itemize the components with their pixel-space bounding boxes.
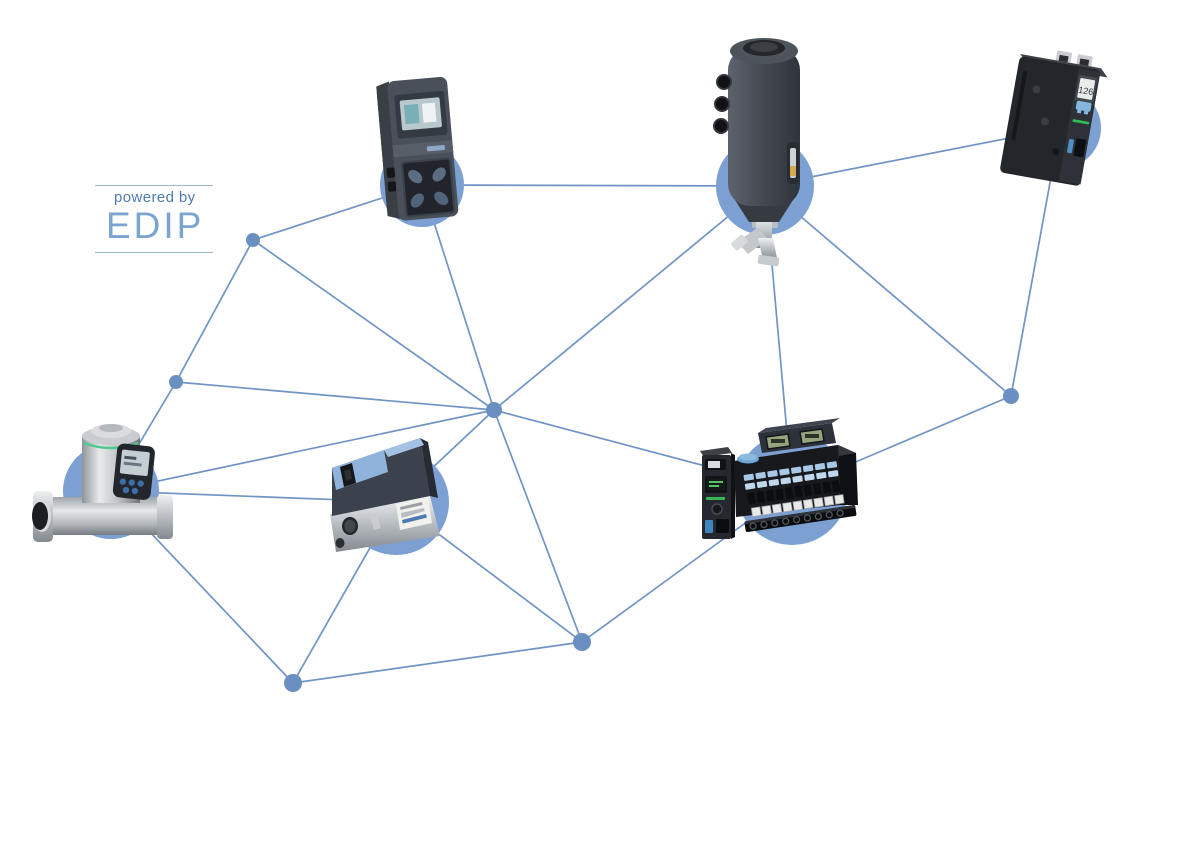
edge-multicell-valve bbox=[421, 184, 766, 187]
edge-hub-center-hub-e bbox=[493, 409, 583, 643]
multicell-device bbox=[374, 75, 460, 224]
edge-hub-f-hub-e bbox=[292, 641, 583, 684]
hub-center-dot bbox=[486, 402, 502, 418]
powered-by-text: powered by bbox=[114, 189, 196, 206]
hub-f-dot bbox=[284, 674, 302, 692]
hub-b-dot bbox=[169, 375, 183, 389]
edge-hub-a-hub-b bbox=[175, 239, 254, 383]
edge-hub-a-hub-center bbox=[252, 239, 495, 411]
hub-dots bbox=[169, 233, 1019, 692]
valve-device bbox=[713, 37, 801, 268]
hub-e-dot bbox=[573, 633, 591, 651]
edge-flowave-hub-center bbox=[110, 409, 495, 492]
hub-a-dot bbox=[246, 233, 260, 247]
network-edges bbox=[110, 127, 1061, 684]
brand-text: EDIP bbox=[106, 205, 205, 246]
mfc-device bbox=[330, 438, 440, 552]
devices bbox=[30, 37, 1111, 552]
hub-d-dot bbox=[1003, 388, 1019, 404]
device-halos bbox=[63, 87, 1101, 555]
logo-rule-top bbox=[95, 185, 213, 186]
edge-hub-b-hub-center bbox=[175, 381, 495, 411]
edge-valve-hub-d bbox=[764, 185, 1012, 397]
edip-logo: powered by EDIP bbox=[95, 185, 213, 253]
edge-hub-center-valve bbox=[493, 185, 766, 411]
logo-rule-bottom bbox=[95, 252, 213, 253]
